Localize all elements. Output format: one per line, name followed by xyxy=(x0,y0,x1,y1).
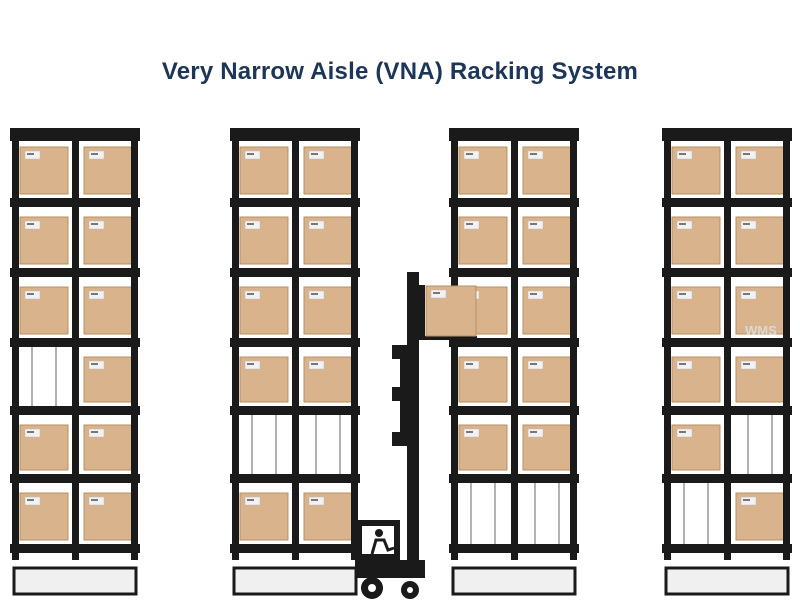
box-label-text xyxy=(91,499,98,501)
watermark-logo: WMS xyxy=(745,323,777,338)
box-label-text xyxy=(530,431,537,433)
operator-body xyxy=(370,538,395,555)
rack-beam xyxy=(662,338,792,347)
page-title: Very Narrow Aisle (VNA) Racking System xyxy=(161,58,639,85)
carton-box xyxy=(671,146,721,195)
box-label-text xyxy=(27,223,34,225)
fork-carriage xyxy=(419,285,425,337)
rack-beam xyxy=(449,544,579,553)
rack-beam xyxy=(10,406,140,415)
rack-3 xyxy=(449,128,579,596)
rack-beam xyxy=(10,338,140,347)
rack-beam xyxy=(230,198,360,207)
box-label-text xyxy=(27,499,34,501)
box-label-text xyxy=(311,499,318,501)
rack-beam xyxy=(230,474,360,483)
box-label-text xyxy=(27,431,34,433)
box-label-text xyxy=(743,293,750,295)
carton-box xyxy=(671,356,721,403)
rack-beam xyxy=(662,406,792,415)
box-label-text xyxy=(91,431,98,433)
box-label-text xyxy=(311,153,318,155)
rack-beam xyxy=(449,268,579,277)
rack-beam xyxy=(662,128,792,141)
box-label-text xyxy=(679,153,686,155)
rack-1 xyxy=(10,128,140,596)
box-label-text xyxy=(743,363,750,365)
box-label-text xyxy=(679,363,686,365)
rack-beam xyxy=(10,198,140,207)
wheel-hub xyxy=(368,584,376,592)
rack-beam xyxy=(449,198,579,207)
rack-beam xyxy=(449,128,579,141)
rack-base xyxy=(232,566,358,596)
box-label-text xyxy=(91,363,98,365)
rack-base xyxy=(12,566,138,596)
box-label-text xyxy=(247,153,254,155)
rack-beam xyxy=(449,338,579,347)
rack-beam xyxy=(10,544,140,553)
rack-base xyxy=(664,566,790,596)
rack-beam xyxy=(662,544,792,553)
forklift-chassis xyxy=(355,560,425,578)
box-label-text xyxy=(466,153,473,155)
rack-4 xyxy=(662,128,792,596)
forklift xyxy=(355,272,477,599)
rack-beam xyxy=(449,406,579,415)
fork-tine xyxy=(419,336,477,340)
box-label-text xyxy=(530,153,537,155)
box-label-text xyxy=(433,292,440,294)
rack-beam xyxy=(230,128,360,141)
box-label-text xyxy=(247,293,254,295)
rack-beam xyxy=(230,338,360,347)
box-label-text xyxy=(91,293,98,295)
box-label-text xyxy=(530,363,537,365)
box-label-text xyxy=(679,431,686,433)
rack-beam xyxy=(662,474,792,483)
box-label-text xyxy=(743,223,750,225)
rack-base xyxy=(451,566,577,596)
box-label-text xyxy=(679,223,686,225)
box-label-text xyxy=(247,223,254,225)
box-label-text xyxy=(91,223,98,225)
rack-beam xyxy=(10,268,140,277)
box-label-text xyxy=(27,153,34,155)
box-label-text xyxy=(311,293,318,295)
box-label-text xyxy=(247,363,254,365)
box-label-text xyxy=(466,363,473,365)
forklift-mast xyxy=(407,272,419,572)
rack-beam xyxy=(662,198,792,207)
mast-rail xyxy=(400,345,408,445)
box-label-text xyxy=(466,431,473,433)
rack-beam xyxy=(10,474,140,483)
rack-beam xyxy=(230,544,360,553)
box-label-text xyxy=(311,363,318,365)
box-label-text xyxy=(679,293,686,295)
box-label-text xyxy=(247,499,254,501)
rack-beam xyxy=(230,268,360,277)
box-label-text xyxy=(530,293,537,295)
rack-2 xyxy=(230,128,360,596)
box-label-text xyxy=(530,223,537,225)
rack-beam xyxy=(230,406,360,415)
rack-beam xyxy=(10,128,140,141)
rack-beam xyxy=(449,474,579,483)
box-label-text xyxy=(311,223,318,225)
box-label-text xyxy=(743,153,750,155)
box-label-text xyxy=(91,153,98,155)
box-label-text xyxy=(466,223,473,225)
box-label-text xyxy=(27,293,34,295)
operator-head xyxy=(375,529,383,537)
wheel-hub xyxy=(407,587,413,593)
rack-beam xyxy=(662,268,792,277)
box-label-text xyxy=(743,499,750,501)
